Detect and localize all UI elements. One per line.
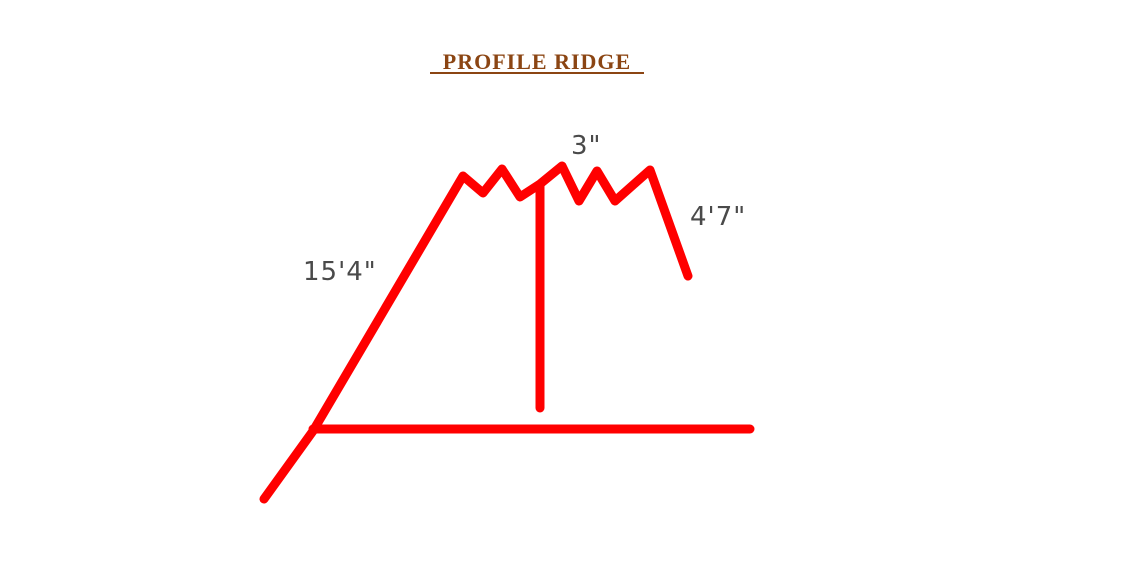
ridge-zigzag-profile: [259, 161, 693, 504]
dimension-top-label: 3": [571, 131, 602, 161]
dimension-right-label: 4'7": [690, 202, 746, 232]
diagram-title-text: PROFILE RIDGE: [442, 49, 632, 74]
diagram-title: PROFILE RIDGE: [430, 48, 644, 74]
dimension-left-label: 15'4": [303, 257, 377, 287]
